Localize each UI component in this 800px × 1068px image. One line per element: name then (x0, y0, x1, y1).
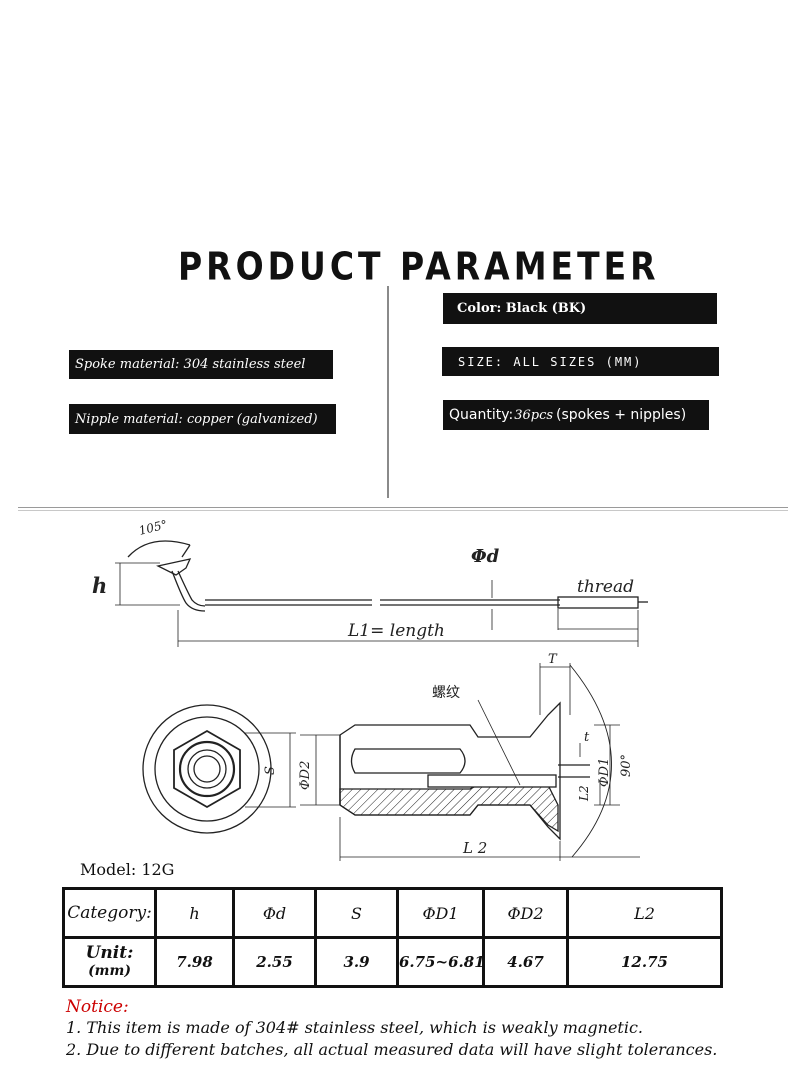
nipple-end-view (142, 704, 296, 834)
value-d1: 6.75~6.81 (396, 936, 485, 988)
D1-label: ΦD1 (597, 758, 612, 787)
spec-table: Category: h Φd S ΦD1 ΦD2 L2 Unit: (mm) 7… (62, 887, 723, 988)
quantity-prefix: Quantity: (449, 407, 514, 423)
length-label: L1= length (347, 621, 445, 641)
d-label: Φd (471, 546, 500, 567)
section-divider-top (18, 507, 788, 508)
L2-bottom-label: L 2 (462, 839, 487, 857)
S-label: S (263, 766, 278, 775)
value-d: 2.55 (232, 936, 317, 988)
table-row: Unit: (mm) 7.98 2.55 3.9 6.75~6.81 4.67 … (62, 936, 723, 988)
notice-title: Notice: (66, 997, 129, 1017)
spoke-head-icon (156, 558, 192, 576)
size-badge: SIZE: ALL SIZES (MM) (442, 347, 719, 376)
unit-label-line1: Unit: (85, 943, 134, 963)
spoke-material-badge: Spoke material: 304 stainless steel (69, 350, 333, 379)
header-h: h (154, 887, 235, 939)
value-h: 7.98 (154, 936, 235, 988)
quantity-badge: Quantity: 36pcs (spokes + nipples) (443, 400, 709, 430)
unit-label-line2: (mm) (88, 963, 131, 979)
table-header-row: Category: h Φd S ΦD1 ΦD2 L2 (62, 887, 723, 939)
category-label: Category: (62, 887, 157, 939)
thread-cn-label: 螺纹 (432, 685, 460, 701)
value-d2: 4.67 (482, 936, 569, 988)
angle-label: 105° (137, 517, 168, 538)
page-title: PRODUCT PARAMETER (178, 244, 660, 289)
header-d: Φd (232, 887, 317, 939)
header-d1: ΦD1 (396, 887, 485, 939)
center-divider (387, 286, 389, 498)
T-label: T (548, 652, 558, 667)
notice-line-2: 2. Due to different batches, all actual … (66, 1040, 718, 1059)
header-s: S (314, 887, 399, 939)
section-divider-bottom (18, 510, 788, 511)
L2-side-label: L2 (577, 785, 591, 802)
value-l2: 12.75 (566, 936, 723, 988)
nipple-material-badge: Nipple material: copper (galvanized) (69, 404, 336, 434)
header-d2: ΦD2 (482, 887, 569, 939)
quantity-number: 36pcs (514, 407, 554, 423)
unit-label: Unit: (mm) (62, 936, 157, 988)
spoke-nipple-diagram: 105° h Φd thread L1= length 螺纹 T t S ΦD2… (92, 517, 648, 861)
color-badge: Color: Black (BK) (443, 293, 717, 324)
D2-label: ΦD2 (298, 761, 313, 790)
quantity-suffix: (spokes + nipples) (556, 407, 687, 423)
spoke-drawing (115, 540, 648, 647)
thread-label: thread (577, 577, 634, 597)
t-label: t (584, 730, 590, 745)
h-label: h (92, 573, 107, 598)
notice-line-1: 1. This item is made of 304# stainless s… (66, 1018, 644, 1037)
nipple-side-view (300, 663, 640, 861)
header-l2: L2 (566, 887, 723, 939)
value-s: 3.9 (314, 936, 399, 988)
deg-label: 90° (619, 754, 634, 777)
model-label: Model: 12G (80, 860, 175, 879)
